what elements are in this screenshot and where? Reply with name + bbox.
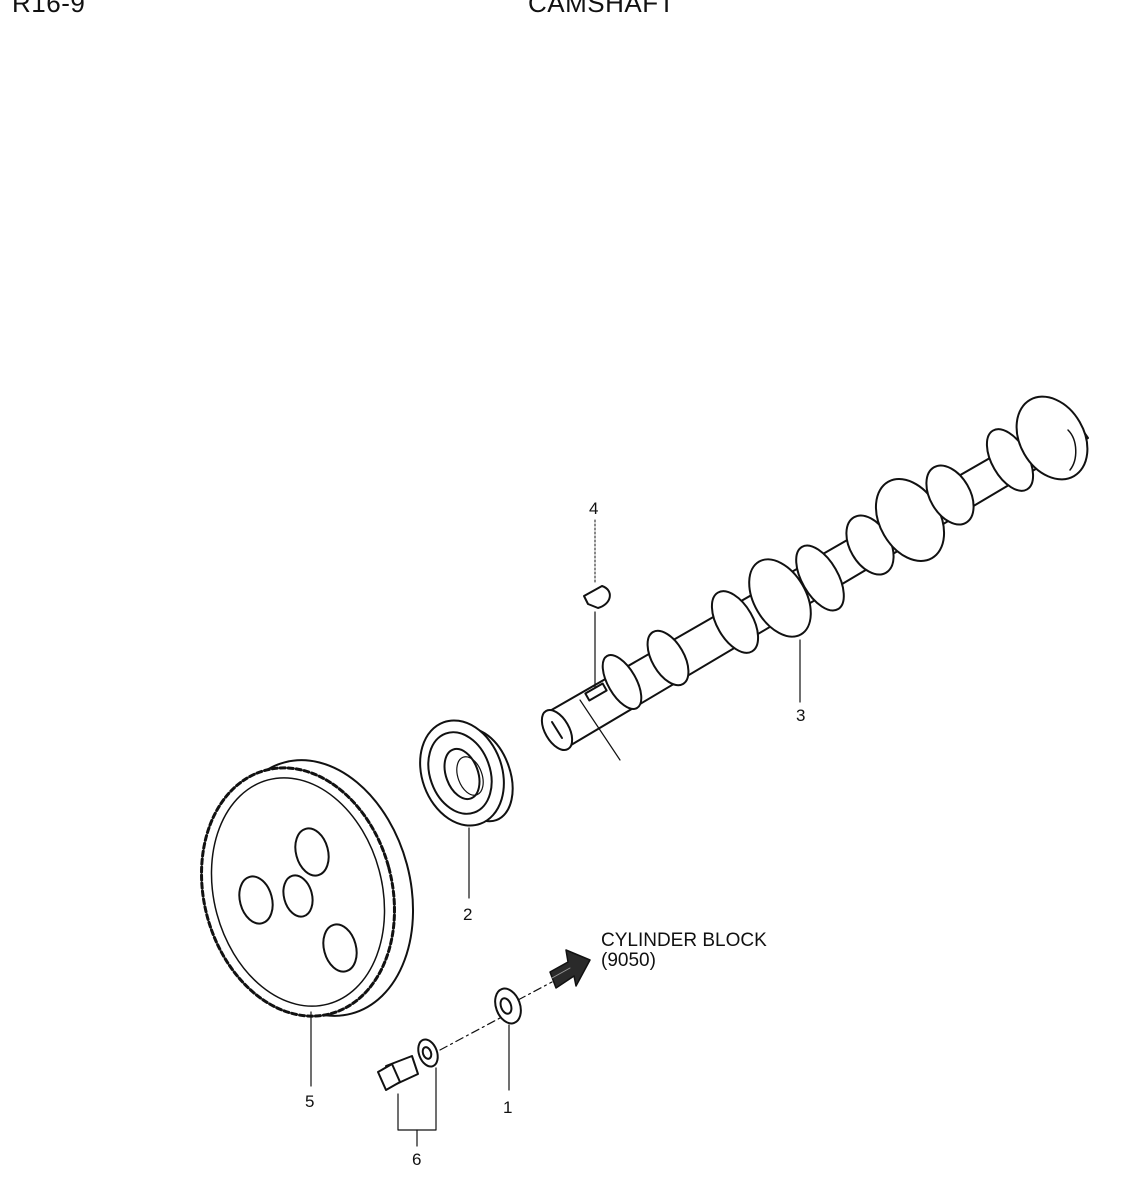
reference-label: CYLINDER BLOCK [601, 930, 767, 951]
diagram-code: R16-9 [12, 0, 86, 18]
callout-6: 6 [412, 1150, 422, 1169]
reference-link[interactable]: CYLINDER BLOCK (9050) [601, 931, 767, 971]
camshaft[interactable] [536, 384, 1102, 761]
camshaft-gear[interactable] [175, 739, 441, 1038]
callout-1: 1 [503, 1098, 513, 1117]
washer[interactable] [491, 985, 526, 1027]
assembly-centerline [439, 981, 553, 1051]
woodruff-key[interactable] [583, 585, 611, 609]
callout-4: 4 [589, 499, 599, 518]
callout-2: 2 [463, 905, 473, 924]
reference-arrow-icon [549, 949, 591, 989]
callout-3: 3 [796, 706, 806, 725]
reference-code: (9050) [601, 950, 656, 971]
ball-bearing[interactable] [406, 709, 525, 838]
callout-5: 5 [305, 1092, 315, 1111]
diagram-title: CAMSHAFT [528, 0, 675, 18]
bolt-and-washer[interactable] [377, 1037, 441, 1091]
